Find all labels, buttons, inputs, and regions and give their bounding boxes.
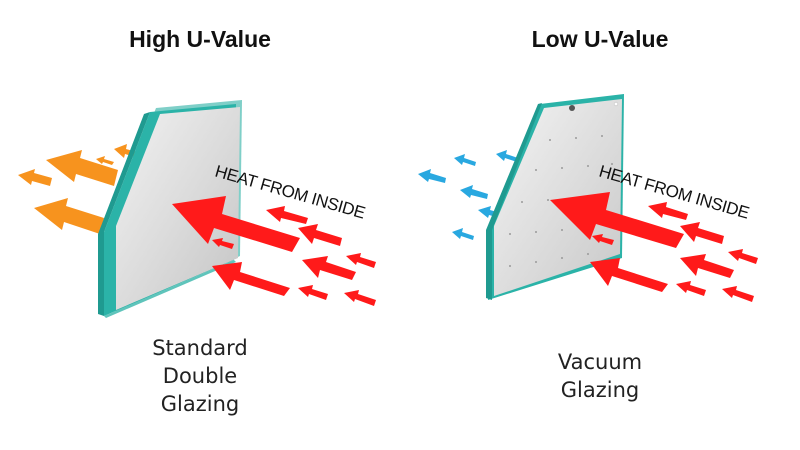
blue-arrow — [418, 169, 446, 183]
red-arrow — [298, 224, 342, 246]
red-arrow-large — [550, 192, 684, 248]
red-arrow — [680, 254, 734, 278]
red-arrow-large — [172, 196, 300, 252]
red-arrow — [728, 249, 758, 264]
vacuum-glass-pane — [486, 94, 624, 300]
red-arrow — [346, 253, 376, 268]
red-arrow — [212, 262, 290, 296]
orange-arrow — [18, 169, 52, 186]
caption-vacuum-glazing: Vacuum Glazing — [400, 348, 800, 404]
caption-line: Double — [162, 364, 238, 388]
blue-arrow — [496, 150, 518, 162]
blue-arrow — [454, 154, 476, 166]
inside-heat-arrows — [550, 192, 758, 302]
orange-arrow — [96, 156, 114, 165]
pump-out-seal — [569, 105, 575, 111]
caption-line: Glazing — [160, 392, 240, 416]
caption-line: Glazing — [560, 378, 640, 402]
blue-arrow — [452, 228, 474, 240]
caption-standard-double-glazing: Standard Double Glazing — [0, 334, 400, 418]
double-glazing-illustration: HEAT FROM INSIDE — [18, 100, 376, 318]
inside-heat-arrows — [172, 196, 376, 306]
blue-arrow — [460, 185, 488, 199]
panel-high-u-value: High U-Value — [0, 26, 400, 418]
red-arrow — [344, 290, 376, 306]
red-arrow — [298, 285, 328, 300]
caption-line: Vacuum — [557, 350, 643, 374]
red-arrow — [212, 238, 234, 249]
panel-low-u-value: Low U-Value — [400, 0, 800, 450]
vacuum-glazing-illustration: HEAT FROM INSIDE — [418, 94, 758, 302]
panel-title: Low U-Value — [531, 26, 669, 52]
red-arrow — [680, 222, 724, 244]
red-arrow — [266, 206, 308, 224]
caption-line: Standard — [152, 336, 248, 360]
red-arrow — [648, 202, 688, 220]
orange-arrow — [46, 150, 118, 186]
red-arrow — [592, 234, 614, 245]
red-arrow — [302, 256, 356, 280]
panel-title: High U-Value — [129, 26, 271, 52]
red-arrow — [676, 281, 706, 296]
orange-arrow — [34, 198, 104, 234]
red-arrow — [590, 258, 668, 292]
red-arrow — [722, 286, 754, 302]
